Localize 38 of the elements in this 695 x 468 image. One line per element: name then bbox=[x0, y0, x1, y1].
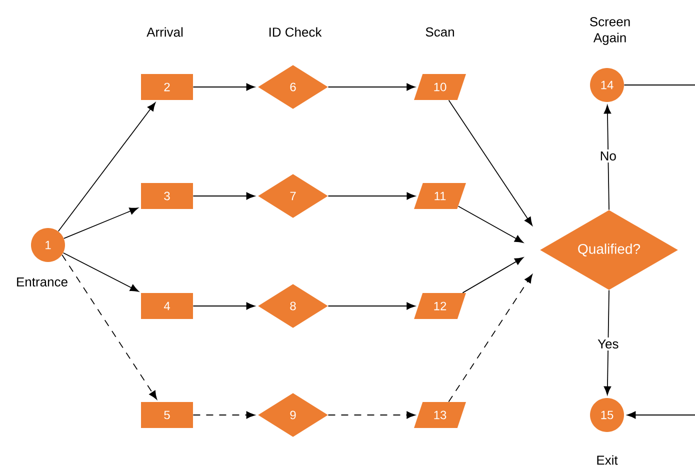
circle-node: 1 bbox=[31, 228, 65, 262]
data-parallelogram: 12 bbox=[414, 293, 466, 319]
arrow bbox=[192, 83, 255, 91]
arrow bbox=[627, 411, 695, 419]
arrow bbox=[328, 302, 416, 310]
arrow bbox=[63, 208, 138, 239]
arrow bbox=[58, 102, 156, 232]
data-parallelogram: 10 bbox=[414, 74, 466, 100]
arrow bbox=[328, 411, 416, 419]
node-caption: Exit bbox=[597, 455, 618, 465]
process-box: 3 bbox=[141, 183, 193, 209]
column-header: Arrival bbox=[146, 27, 183, 37]
arrow bbox=[604, 105, 612, 210]
node-caption: Entrance bbox=[17, 277, 68, 287]
circle-node: 15 bbox=[590, 398, 624, 432]
arrow bbox=[448, 274, 532, 402]
arrow bbox=[458, 206, 524, 243]
process-box: 4 bbox=[141, 293, 193, 319]
arrow bbox=[328, 83, 416, 91]
arrow bbox=[604, 290, 612, 395]
arrow bbox=[62, 252, 139, 292]
edge-label: Yes bbox=[596, 337, 621, 351]
circle-node: 14 bbox=[590, 68, 624, 102]
column-header: Scan bbox=[426, 27, 454, 37]
data-parallelogram: 13 bbox=[414, 402, 466, 428]
data-parallelogram: 11 bbox=[414, 183, 466, 209]
arrow bbox=[192, 411, 255, 419]
arrow bbox=[62, 254, 158, 400]
node-caption: Screen Again bbox=[590, 17, 630, 45]
edge-label: No bbox=[598, 149, 618, 163]
arrow bbox=[462, 257, 524, 294]
arrow bbox=[448, 100, 532, 226]
arrow bbox=[192, 302, 255, 310]
arrow bbox=[192, 192, 255, 200]
arrow bbox=[328, 192, 416, 200]
process-box: 5 bbox=[141, 402, 193, 428]
column-header: ID Check bbox=[269, 27, 322, 37]
process-box: 2 bbox=[141, 74, 193, 100]
